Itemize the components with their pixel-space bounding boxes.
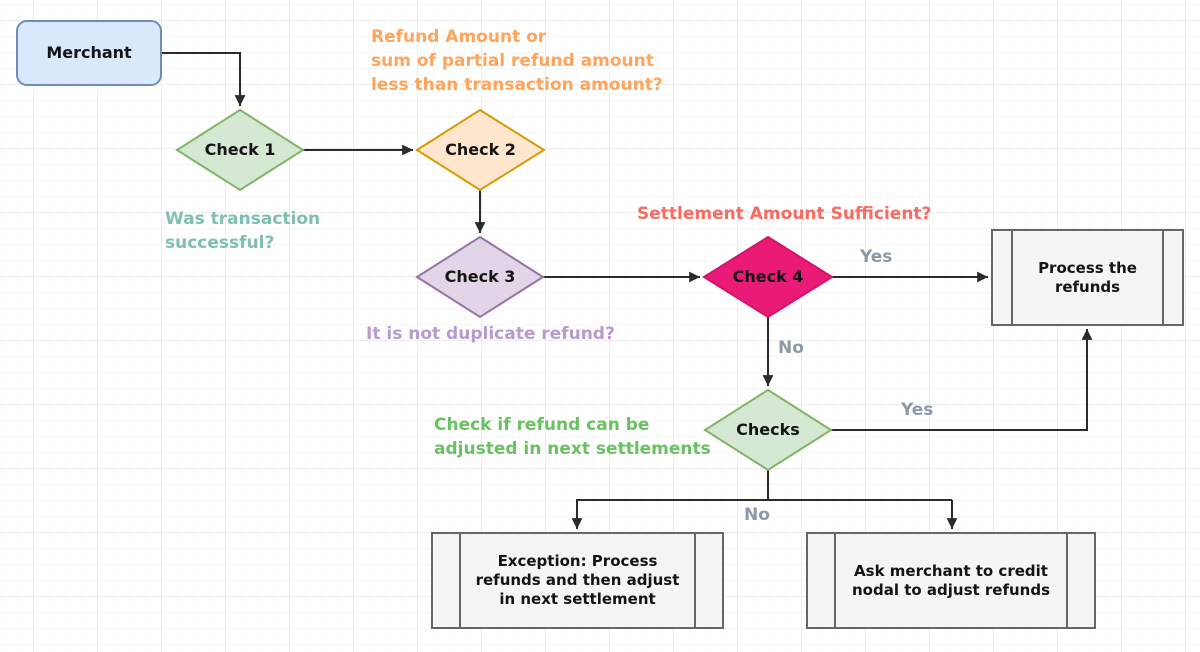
ask-merchant-shape <box>806 532 1096 629</box>
process-refunds-shape <box>991 229 1184 326</box>
edge-checks-process-yes <box>831 329 1093 431</box>
check2-node[interactable]: Check 2 <box>445 140 516 159</box>
check1-diamond-shape <box>175 108 305 192</box>
note-line: Settlement Amount Sufficient? <box>637 204 932 224</box>
note-line: adjusted in next settlements <box>434 439 711 459</box>
note-line: successful? <box>165 233 275 253</box>
checks-diamond-shape <box>703 388 833 472</box>
transaction-success-note: Was transaction successful? <box>165 207 320 255</box>
duplicate-refund-note: It is not duplicate refund? <box>366 322 615 346</box>
note-line: sum of partial refund amount <box>371 51 654 71</box>
merchant-shape <box>16 20 162 86</box>
process-refunds-node[interactable]: Process the refunds <box>1038 258 1137 296</box>
settlement-sufficient-note: Settlement Amount Sufficient? <box>637 202 931 226</box>
check4-node[interactable]: Check 4 <box>732 267 804 286</box>
connector-edges <box>161 52 1093 529</box>
check2-diamond-shape <box>415 108 546 192</box>
merchant-node[interactable]: Merchant <box>46 43 132 62</box>
check4-yes-label: Yes <box>860 247 893 267</box>
note-line: Refund Amount or <box>371 27 547 47</box>
edge-merchant-check1 <box>161 52 246 106</box>
exception-node[interactable]: Exception: Process refunds and then adju… <box>475 552 680 608</box>
note-line: Was transaction <box>165 209 321 229</box>
checks-node[interactable]: Checks <box>736 420 800 439</box>
check4-diamond-shape <box>702 235 834 319</box>
adjust-next-note: Check if refund can be adjusted in next … <box>434 413 711 461</box>
exception-shape <box>431 532 724 629</box>
check4-no-label: No <box>778 338 804 358</box>
check1-node[interactable]: Check 1 <box>204 140 276 159</box>
checks-no-label: No <box>744 505 770 525</box>
check3-node[interactable]: Check 3 <box>444 267 516 286</box>
ask-merchant-node[interactable]: Ask merchant to credit nodal to adjust r… <box>851 561 1051 599</box>
checks-yes-label: Yes <box>901 400 934 420</box>
edge-checks-exception <box>571 499 952 529</box>
note-line: It is not duplicate refund? <box>366 324 615 344</box>
refund-amount-note: Refund Amount or sum of partial refund a… <box>371 25 663 97</box>
note-line: less than transaction amount? <box>371 75 663 95</box>
check3-diamond-shape <box>415 235 545 319</box>
note-line: Check if refund can be <box>434 415 650 435</box>
